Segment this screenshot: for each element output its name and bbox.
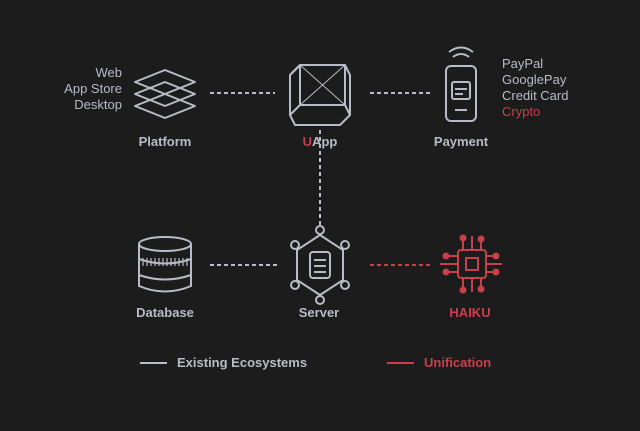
server-network-icon: [290, 225, 350, 305]
server-label: Server: [298, 305, 340, 320]
platform-label: Platform: [138, 134, 192, 149]
legend-unification-swatch: [387, 361, 414, 364]
method-crypto: Crypto: [502, 104, 541, 119]
cube-icon: [289, 64, 351, 126]
uapp-label: UApp: [303, 134, 338, 149]
method-paypal: PayPal: [502, 56, 544, 71]
channel-web: Web: [95, 65, 123, 80]
payment-methods: PayPal GooglePay Credit Card Crypto: [502, 56, 568, 120]
legend-unification-label: Unification: [424, 355, 492, 370]
database-label: Database: [136, 305, 194, 320]
legend-unification: Unification: [387, 355, 491, 370]
haiku-label: HAIKU: [449, 305, 491, 320]
uapp-label-prefix: U: [302, 134, 313, 149]
uapp-label-rest: App: [312, 134, 338, 149]
circuit-icon: [440, 234, 502, 294]
phone-payment-icon: [445, 46, 477, 122]
legend-existing: Existing Ecosystems: [140, 355, 307, 370]
database-icon: [138, 236, 192, 293]
method-googlepay: GooglePay: [502, 72, 567, 87]
legend-existing-swatch: [140, 361, 167, 364]
platform-channels: Web App Store Desktop: [64, 65, 122, 113]
legend-existing-label: Existing Ecosystems: [177, 355, 308, 370]
channel-app-store: App Store: [64, 81, 122, 96]
channel-desktop: Desktop: [74, 97, 122, 112]
layers-icon: [134, 69, 196, 119]
method-credit-card: Credit Card: [502, 88, 569, 103]
payment-label: Payment: [433, 134, 489, 149]
